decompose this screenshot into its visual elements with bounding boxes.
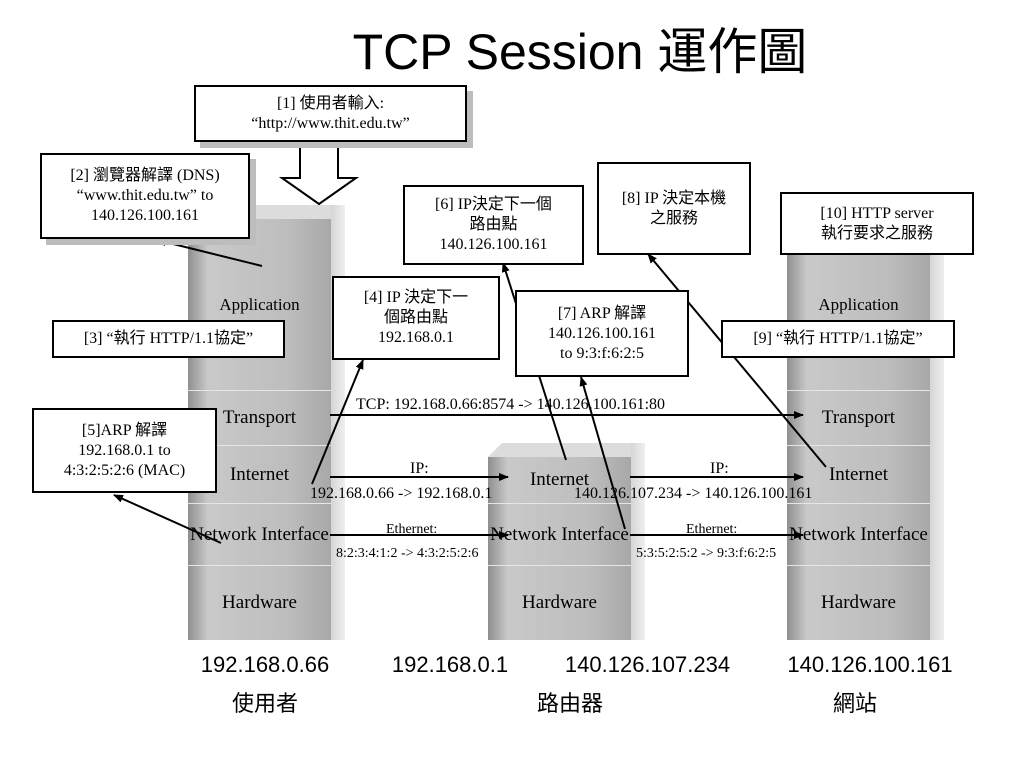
server-transport-layer: Transport xyxy=(787,390,930,445)
server-ip-address: 140.126.100.161 xyxy=(787,652,953,677)
callout-router-arp: [7] ARP 解譯 140.126.100.161 to 9:3:f:6:2:… xyxy=(515,290,689,377)
server-hardware-layer: Hardware xyxy=(787,565,930,640)
tcp-session-label: TCP: 192.168.0.66:8574 -> 140.126.100.16… xyxy=(356,396,666,413)
router-hardware-layer: Hardware xyxy=(488,565,631,640)
arp-pointer-arrow xyxy=(113,494,222,544)
callout-client-arp: [5]ARP 解譯 192.168.0.1 to 4:3:2:5:2:6 (MA… xyxy=(32,408,217,493)
router-ip-address-1: 192.168.0.1 xyxy=(391,652,509,677)
dns-pointer-arrow xyxy=(156,238,263,267)
eth2-mac-label: 5:3:5:2:5:2 -> 9:3:f:6:2:5 xyxy=(636,546,777,561)
callout-client-ip-route: [4] IP 決定下一 個路由點 192.168.0.1 xyxy=(332,276,500,360)
user-input-down-arrow xyxy=(278,139,360,206)
server-role-label: 網站 xyxy=(832,692,877,717)
callout-server-http: [9] “執行 HTTP/1.1協定” xyxy=(721,320,955,358)
server-network-interface-layer: Network Interface xyxy=(787,503,930,565)
callout-server-ip-service: [8] IP 決定本機 之服務 xyxy=(597,162,751,255)
page-title: TCP Session 運作圖 xyxy=(352,24,808,80)
ip-route-pointer-arrow xyxy=(311,359,364,485)
router-arp-pointer-arrow xyxy=(579,376,626,530)
ip1-title-label: IP: xyxy=(410,460,429,477)
router-network-interface-layer: Network Interface xyxy=(488,503,631,565)
client-role-label: 使用者 xyxy=(231,692,298,717)
client-ip-address: 192.168.0.66 xyxy=(200,652,330,677)
eth1-title-label: Ethernet: xyxy=(386,522,438,537)
callout-client-http: [3] “執行 HTTP/1.1協定” xyxy=(52,320,285,358)
ip1-route-label: 192.168.0.66 -> 192.168.0.1 xyxy=(310,485,493,502)
ip2-title-label: IP: xyxy=(710,460,729,477)
client-hardware-layer: Hardware xyxy=(188,565,331,640)
eth1-mac-label: 8:2:3:4:1:2 -> 4:3:2:5:2:6 xyxy=(336,546,479,561)
callout-router-ip-route: [6] IP決定下一個 路由點 140.126.100.161 xyxy=(403,185,584,265)
router-ip-address-2: 140.126.107.234 xyxy=(564,652,731,677)
ip2-route-label: 140.126.107.234 -> 140.126.100.161 xyxy=(574,485,813,502)
server-ip-pointer-arrow xyxy=(647,253,827,468)
eth2-title-label: Ethernet: xyxy=(686,522,738,537)
router-role-label: 路由器 xyxy=(536,692,603,717)
client-application-layer: Application xyxy=(188,219,331,390)
callout-dns-resolution: [2] 瀏覽器解譯 (DNS) “www.thit.edu.tw” to 140… xyxy=(40,153,250,239)
server-internet-layer: Internet xyxy=(787,445,930,503)
callout-user-input: [1] 使用者輸入: “http://www.thit.edu.tw” xyxy=(194,85,467,142)
client-network-interface-layer: Network Interface xyxy=(188,503,331,565)
callout-http-server: [10] HTTP server 執行要求之服務 xyxy=(780,192,974,255)
